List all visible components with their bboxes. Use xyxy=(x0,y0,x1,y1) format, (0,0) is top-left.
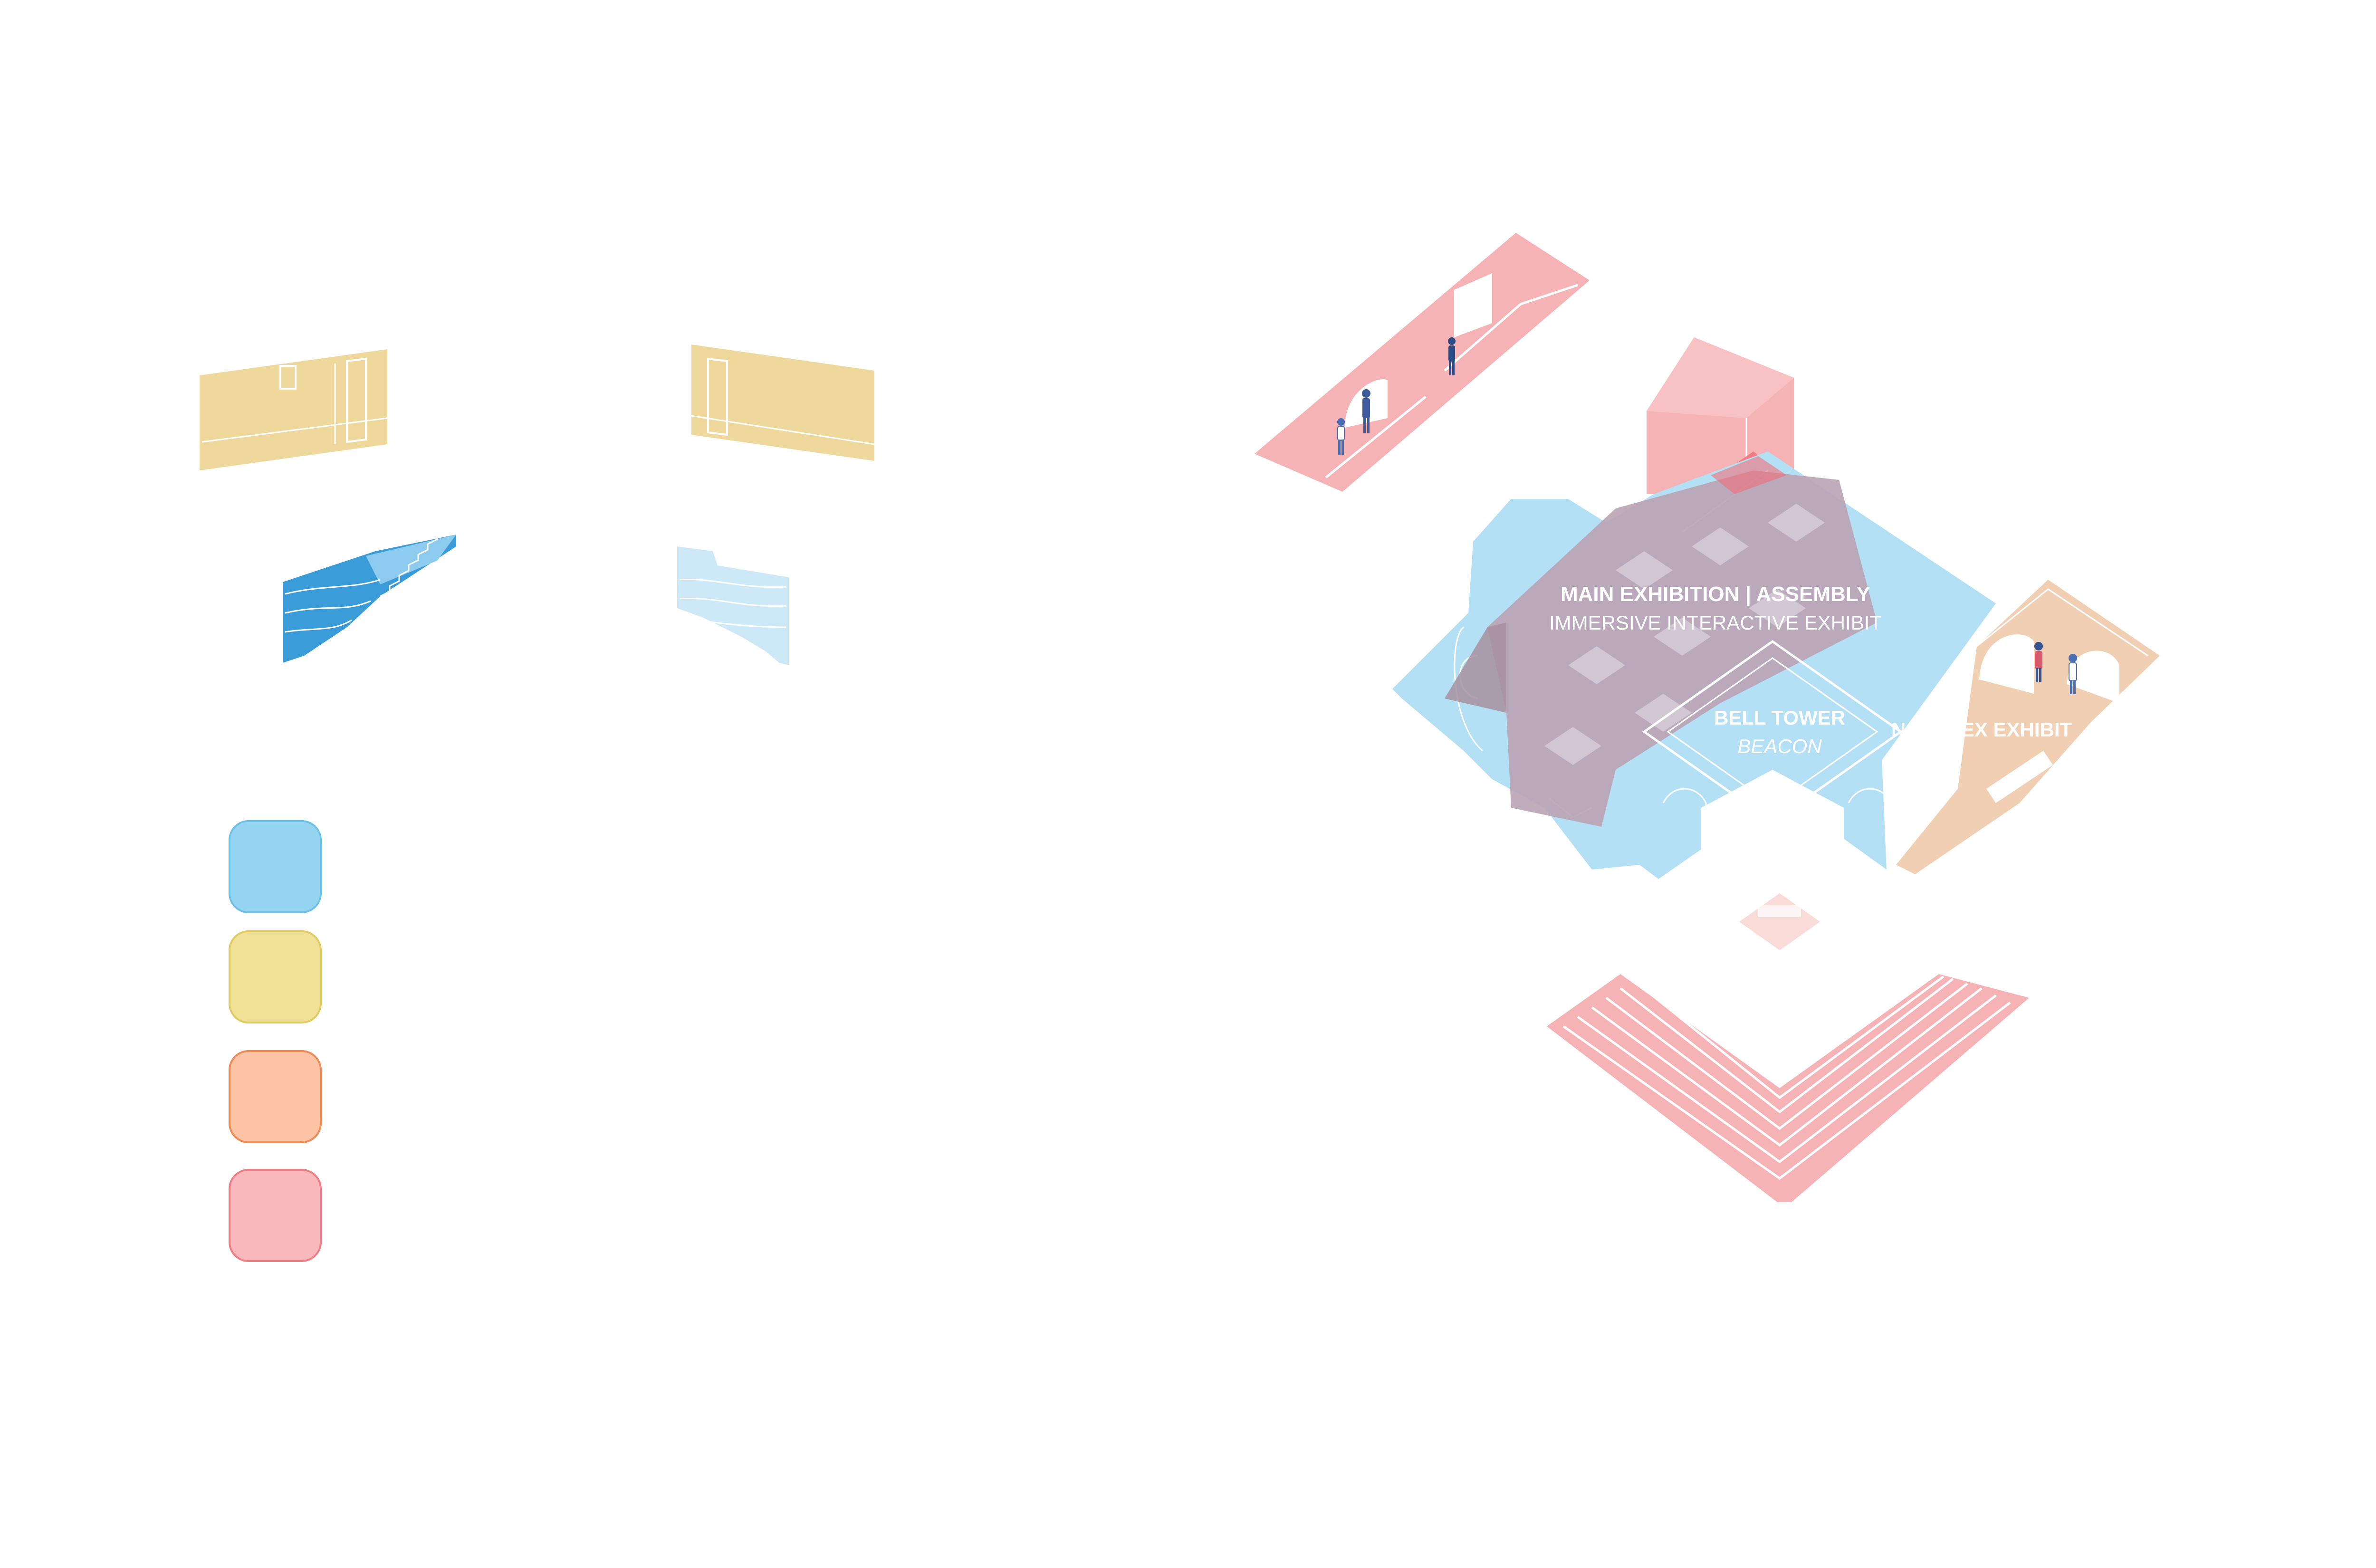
yellow-wall-right xyxy=(691,344,875,461)
person-figure-icon xyxy=(2069,654,2077,694)
bell-tower-outline xyxy=(1642,640,1903,879)
diagram-labels: MAIN EXHIBITION | ASSEMBLY IMMERSIVE INT… xyxy=(1549,583,2072,757)
left-components xyxy=(200,344,875,1262)
pink-chevron-stair xyxy=(1547,974,2029,1202)
bell-tower-title: BELL TOWER xyxy=(1714,707,1845,729)
bell-tower-subtitle: BEACON xyxy=(1737,735,1822,757)
mauve-canopy xyxy=(1445,456,1877,827)
main-exhibition-title: MAIN EXHIBITION | ASSEMBLY xyxy=(1561,583,1870,606)
person-figure-icon xyxy=(1362,389,1370,433)
orange-narthex xyxy=(1896,580,2160,874)
person-figure-icon xyxy=(2034,642,2043,682)
narthex-title: NARTHEX EXHIBIT xyxy=(1891,718,2072,741)
legend xyxy=(229,820,322,1262)
legend-swatch-yellow xyxy=(229,930,322,1023)
blue-stair-right xyxy=(677,546,789,665)
pink-corridor xyxy=(1255,233,1590,492)
pink-small-diamond xyxy=(1739,893,1820,950)
legend-swatch-pink xyxy=(229,1169,322,1262)
yellow-wall-left xyxy=(200,349,388,470)
legend-swatch-blue xyxy=(229,820,322,913)
axonometric: MAIN EXHIBITION | ASSEMBLY IMMERSIVE INT… xyxy=(1255,233,2160,1202)
legend-swatch-orange xyxy=(229,1050,322,1143)
blue-stair-left xyxy=(283,528,456,663)
person-figure-icon xyxy=(1448,337,1456,375)
main-exhibition-subtitle: IMMERSIVE INTERACTIVE EXHIBIT xyxy=(1549,612,1882,634)
person-figure-icon xyxy=(1337,418,1345,455)
